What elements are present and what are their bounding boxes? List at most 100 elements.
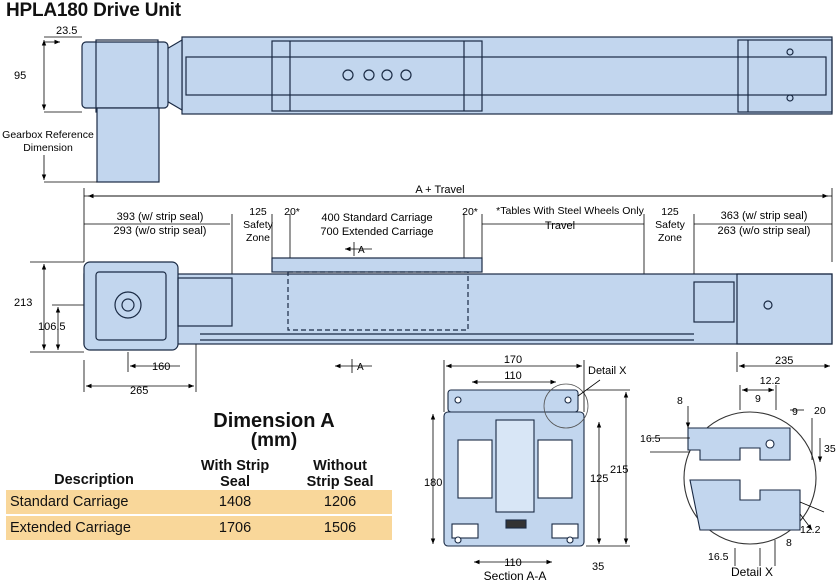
travel-label: Travel — [545, 220, 575, 232]
section-caption: Section A-A — [484, 569, 547, 583]
dimension-table-panel: Dimension A (mm) Description With Strip … — [6, 410, 392, 540]
side-shaft-outer — [114, 291, 142, 319]
side-left-block — [177, 277, 233, 327]
section-bolt-tr — [564, 396, 572, 404]
col-description: Description — [54, 472, 134, 488]
dim-95: 95 — [14, 70, 26, 82]
detail-caption: Detail X — [731, 565, 773, 579]
twenty-right: 20* — [462, 206, 478, 218]
top-endcap-hole-a — [786, 48, 794, 56]
detail-bolt-hole — [765, 439, 775, 449]
dim-20: 20 — [814, 405, 826, 417]
row-description: Standard Carriage — [6, 490, 182, 514]
section-bolt-bl — [454, 536, 462, 544]
left-len-1: 393 (w/ strip seal) — [117, 211, 204, 223]
safety-right-2: Safety — [655, 219, 686, 231]
section-bolt-tl — [454, 396, 462, 404]
section-dimensions — [430, 360, 630, 565]
detail-x — [683, 411, 817, 545]
side-view-dimensions — [30, 188, 833, 392]
table-row: Extended Carriage 1706 1506 — [6, 516, 392, 540]
safety-right-3: Zone — [658, 232, 682, 244]
top-endcap-hole-b — [786, 94, 794, 102]
side-gearbox-face — [95, 271, 167, 341]
row-with-seal: 1706 — [182, 516, 289, 540]
dim-9-top: 9 — [755, 393, 761, 405]
section-foot-left — [451, 523, 479, 539]
safety-left-2: Safety — [243, 219, 274, 231]
dimension-heading-title: Dimension A — [213, 410, 335, 432]
carriage-1: 400 Standard Carriage — [321, 212, 432, 224]
dim-35-section: 35 — [592, 561, 604, 573]
section-core — [495, 419, 535, 513]
section-bolt-br — [566, 536, 574, 544]
steel-wheel-note: *Tables With Steel Wheels Only — [496, 205, 644, 217]
top-hole-3 — [381, 69, 393, 81]
dim-110-top: 110 — [504, 370, 522, 382]
top-view-dimensions — [41, 36, 97, 183]
dim-12-2-bottom: 12.2 — [800, 524, 821, 536]
section-mark-bottom: A — [357, 362, 364, 373]
dimension-heading-unit: (mm) — [250, 430, 298, 451]
left-len-2: 293 (w/o strip seal) — [114, 225, 207, 237]
row-with-seal: 1408 — [182, 490, 289, 514]
dimension-heading: Dimension A (mm) — [174, 410, 374, 451]
dim-125: 125 — [590, 473, 608, 485]
top-gearbox — [81, 41, 169, 109]
a-travel-label: A + Travel — [415, 184, 464, 196]
row-without-seal: 1506 — [288, 516, 392, 540]
twenty-left: 20* — [284, 206, 300, 218]
detail-x-label: Detail X — [588, 365, 627, 377]
row-without-seal: 1206 — [288, 490, 392, 514]
col-without-seal: Without Strip Seal — [288, 458, 392, 490]
detail-profile-bottom — [689, 479, 801, 531]
side-main-body — [83, 273, 833, 345]
top-main-body — [181, 36, 833, 115]
safety-left-1: 125 — [249, 206, 267, 218]
dim-8-left: 8 — [677, 395, 683, 407]
side-view — [83, 257, 833, 351]
gearbox-ref-line1: Gearbox Reference — [2, 129, 94, 141]
dim-213: 213 — [14, 297, 32, 309]
page-title: HPLA180 Drive Unit — [6, 0, 181, 21]
side-shaft-inner — [121, 298, 135, 312]
detail-dimensions — [650, 385, 825, 566]
col-with-seal-line2: Seal — [220, 474, 250, 490]
top-endcap — [737, 39, 833, 113]
side-endcap — [736, 273, 833, 345]
top-carriage — [271, 40, 483, 112]
top-hole-2 — [363, 69, 375, 81]
dim-23-5: 23.5 — [56, 25, 77, 37]
table-row: Standard Carriage 1408 1206 — [6, 490, 392, 514]
detail-x-marker — [543, 383, 589, 429]
dim-9-right: 9 — [792, 406, 798, 418]
dim-180: 180 — [424, 477, 442, 489]
section-right-channel — [537, 439, 573, 499]
col-with-seal: With Strip Seal — [182, 458, 288, 490]
dim-160: 160 — [152, 361, 170, 373]
top-hole-4 — [400, 69, 412, 81]
col-without-seal-line2: Strip Seal — [306, 474, 374, 490]
row-description: Extended Carriage — [6, 516, 182, 540]
dim-235: 235 — [775, 355, 793, 367]
side-right-block — [693, 281, 735, 323]
safety-right-1: 125 — [661, 206, 679, 218]
section-mark-top: A — [358, 245, 365, 256]
section-belt — [505, 519, 527, 529]
dim-12-2-top: 12.2 — [760, 375, 781, 387]
top-hole-1 — [342, 69, 354, 81]
dim-265: 265 — [130, 385, 148, 397]
right-len-2: 263 (w/o strip seal) — [718, 225, 811, 237]
gearbox-ref-line2: Dimension — [23, 142, 73, 154]
section-left-channel — [457, 439, 493, 499]
dim-16-5-left: 16.5 — [640, 433, 661, 445]
top-inner-rail — [185, 56, 827, 96]
side-gearbox — [83, 261, 179, 351]
dim-106-5: 106.5 — [38, 321, 66, 333]
dim-170: 170 — [504, 354, 522, 366]
detail-profile-top — [687, 427, 791, 461]
right-len-1: 363 (w/ strip seal) — [721, 210, 808, 222]
dim-215: 215 — [610, 464, 628, 476]
dim-35-detail: 35 — [824, 443, 836, 455]
